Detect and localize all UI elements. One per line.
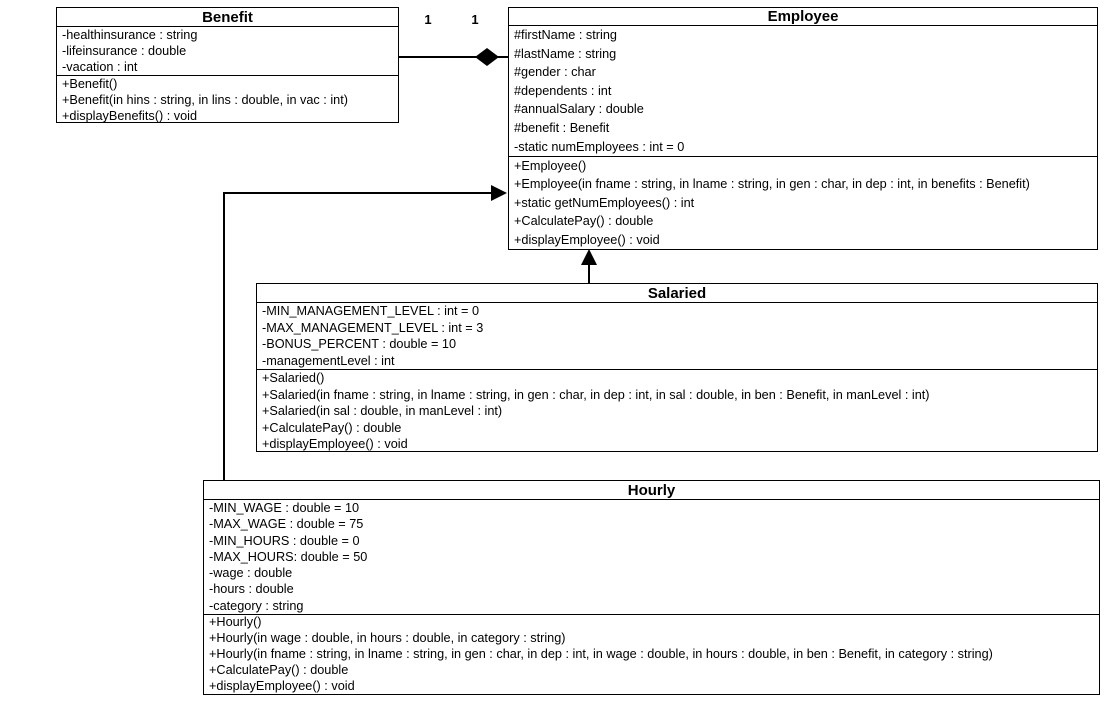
attribute-row: -wage : double — [209, 566, 293, 581]
class-box-salaried: Salaried -MIN_MANAGEMENT_LEVEL : int = 0… — [256, 283, 1098, 452]
attribute-row: -MIN_MANAGEMENT_LEVEL : int = 0 — [262, 304, 480, 318]
method-row: +CalculatePay() : double — [262, 420, 402, 435]
attribute-row: -managementLevel : int — [262, 353, 395, 368]
attributes-compartment-hourly: -MIN_WAGE : double = 10 -MAX_WAGE : doub… — [204, 500, 1099, 614]
method-row: +Benefit(in hins : string, in lins : dou… — [62, 93, 348, 107]
attribute-row: -static numEmployees : int = 0 — [514, 139, 685, 154]
attribute-row: #lastName : string — [514, 46, 617, 61]
method-row: +Hourly() — [209, 615, 262, 629]
methods-compartment-employee: +Employee() +Employee(in fname : string,… — [509, 156, 1097, 249]
class-title-salaried: Salaried — [257, 284, 1097, 303]
hourly-arrowhead-icon — [491, 185, 507, 201]
attribute-row: #firstName : string — [514, 28, 617, 42]
class-title-benefit: Benefit — [57, 8, 398, 27]
attribute-row: -BONUS_PERCENT : double = 10 — [262, 337, 457, 351]
class-box-benefit: Benefit -healthinsurance : string -lifei… — [56, 7, 399, 123]
composition-multiplicity-employee-end: 1 — [471, 12, 479, 27]
class-box-hourly: Hourly -MIN_WAGE : double = 10 -MAX_WAGE… — [203, 480, 1100, 695]
attribute-row: -lifeinsurance : double — [62, 44, 187, 58]
method-row: +displayEmployee() : void — [262, 437, 408, 451]
method-row: +static getNumEmployees() : int — [514, 195, 695, 210]
method-row: +displayEmployee() : void — [209, 678, 355, 693]
attributes-compartment-employee: #firstName : string #lastName : string #… — [509, 26, 1097, 156]
attributes-compartment-benefit: -healthinsurance : string -lifeinsurance… — [57, 27, 398, 75]
method-row: +displayBenefits() : void — [62, 109, 198, 122]
attribute-row: -MAX_HOURS: double = 50 — [209, 549, 368, 564]
attribute-row: -MIN_WAGE : double = 10 — [209, 501, 360, 515]
attributes-compartment-salaried: -MIN_MANAGEMENT_LEVEL : int = 0 -MAX_MAN… — [257, 303, 1097, 369]
method-row: +CalculatePay() : double — [514, 214, 654, 229]
method-row: +Benefit() — [62, 77, 118, 91]
method-row: +CalculatePay() : double — [209, 662, 349, 677]
methods-compartment-salaried: +Salaried() +Salaried(in fname : string,… — [257, 369, 1097, 451]
attribute-row: #gender : char — [514, 65, 596, 80]
attribute-row: #benefit : Benefit — [514, 120, 610, 135]
method-row: +Salaried(in fname : string, in lname : … — [262, 387, 930, 402]
methods-compartment-hourly: +Hourly() +Hourly(in wage : double, in h… — [204, 614, 1099, 694]
class-title-hourly: Hourly — [204, 481, 1099, 500]
salaried-arrowhead-icon — [581, 249, 597, 265]
attribute-row: -vacation : int — [62, 60, 138, 74]
method-row: +Salaried(in sal : double, in manLevel :… — [262, 404, 503, 419]
method-row: +displayEmployee() : void — [514, 232, 660, 247]
method-row: +Hourly(in wage : double, in hours : dou… — [209, 630, 566, 645]
attribute-row: -MIN_HOURS : double = 0 — [209, 533, 360, 548]
attribute-row: -MAX_MANAGEMENT_LEVEL : int = 3 — [262, 320, 484, 335]
attribute-row: #dependents : int — [514, 83, 612, 98]
class-box-employee: Employee #firstName : string #lastName :… — [508, 7, 1098, 250]
method-row: +Salaried() — [262, 371, 325, 385]
class-title-employee: Employee — [509, 8, 1097, 26]
composition-multiplicity-benefit-end: 1 — [424, 12, 432, 27]
attribute-row: -healthinsurance : string — [62, 28, 198, 42]
method-row: +Employee(in fname : string, in lname : … — [514, 177, 1030, 192]
attribute-row: #annualSalary : double — [514, 102, 644, 117]
method-row: +Hourly(in fname : string, in lname : st… — [209, 646, 993, 661]
methods-compartment-benefit: +Benefit() +Benefit(in hins : string, in… — [57, 75, 398, 122]
attribute-row: -hours : double — [209, 582, 294, 597]
attribute-row: -MAX_WAGE : double = 75 — [209, 517, 364, 532]
composition-diamond-icon — [475, 48, 499, 66]
attribute-row: -category : string — [209, 598, 304, 613]
method-row: +Employee() — [514, 159, 587, 173]
